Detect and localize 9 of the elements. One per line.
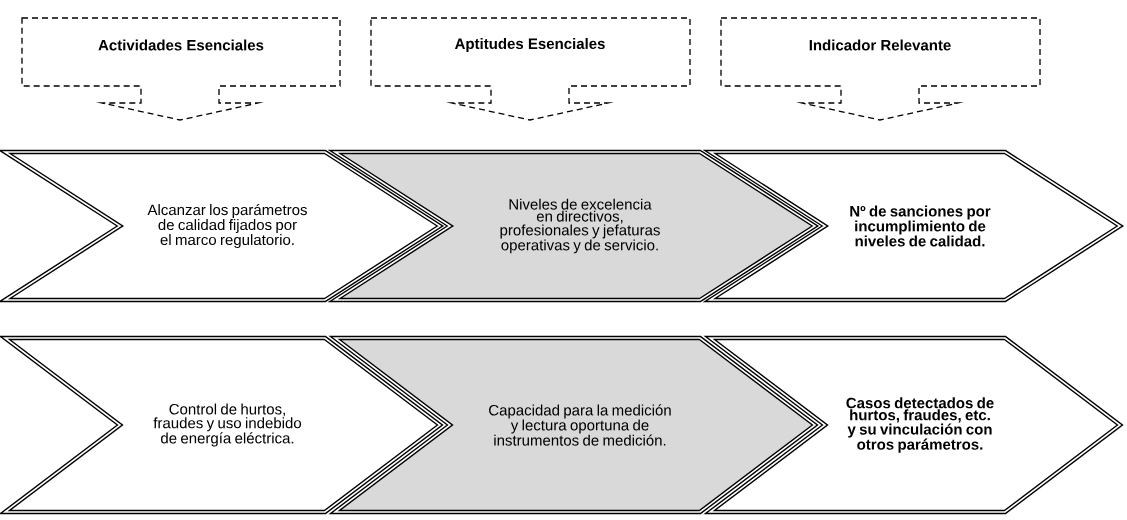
chevron-box: Niveles de excelencia en directivos, profesionales y jefaturas operativas y de servicio. [327, 149, 820, 303]
chevron-box: Capacidad para la medición y lectura oportuna de instrumentos de medición. [328, 335, 819, 515]
chevron-box: Control de hurtos, fraudes y uso indebido de energía eléctrica. [0, 335, 444, 515]
chevron-box: Alcanzar los parámetros de calidad fijados por el marco regulatorio. [0, 149, 445, 303]
callout-box: Indicador Relevante [720, 17, 1041, 121]
callout-box: Aptitudes Esenciales [370, 17, 691, 121]
chevron-box: Nº de sanciones por incumplimiento de niveles de calidad. [702, 149, 1125, 303]
callout-box: Actividades Esenciales [21, 17, 341, 121]
chevron-box: Casos detectados de hurtos, fraudes, etc. y su vinculación con otros parámetros. [703, 335, 1124, 515]
